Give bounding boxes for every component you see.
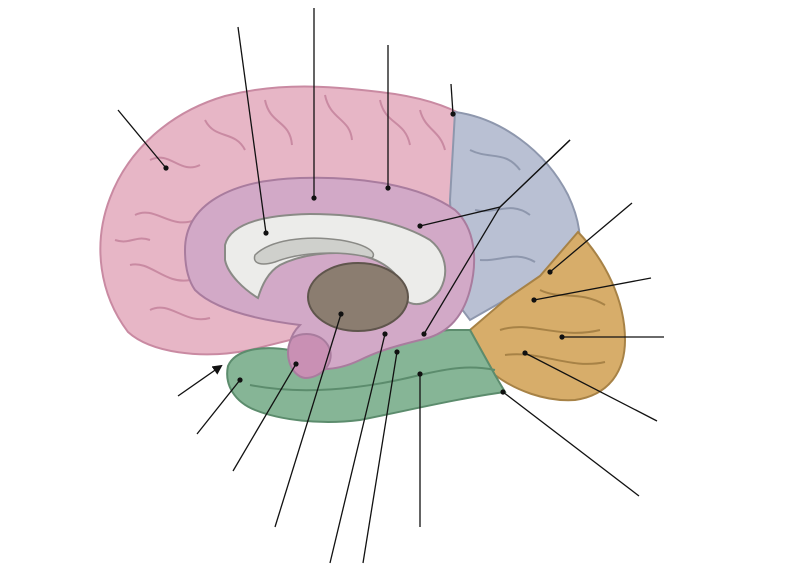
leader-line-9 [533,277,652,301]
leader-point-12 [500,389,506,395]
thalamus [307,262,409,332]
leader-point-7 [421,331,427,337]
leader-point-16 [338,311,344,317]
leader-point-14 [394,349,400,355]
leader-line-1 [117,109,167,169]
leader-point-3 [311,195,317,201]
leader-point-1 [163,165,169,171]
leader-point-9 [531,297,537,303]
leader-point-11 [522,350,528,356]
occipital-lobe [468,230,627,402]
frontal-gyri [114,94,446,321]
leader-lines [117,8,664,564]
leader-point-18 [237,377,243,383]
leader-point-13 [417,371,423,377]
leader-arrow [177,364,223,397]
leader-line-8 [549,202,633,273]
occipital-gyri [499,289,606,365]
lateral-ventricle [253,237,375,265]
leader-point-15 [382,331,388,337]
leader-line-12 [502,391,640,497]
leader-point-8 [547,269,553,275]
parietal-gyri [469,149,536,263]
leader-line-16 [274,313,342,528]
leader-point-5 [450,111,456,117]
leader-line-7 [423,139,571,335]
leader-point-4 [385,185,391,191]
leader-line-2 [237,26,267,234]
leader-line-14 [362,351,398,564]
leader-point-10 [559,334,565,340]
leader-line-15 [329,333,386,564]
leader-line-17 [232,363,297,472]
leader-point-2 [263,230,269,236]
uncus [287,333,332,380]
leader-line-11 [524,352,658,422]
temporal-gyri [249,366,496,392]
leader-line-18 [196,379,241,435]
leader-point-17 [293,361,299,367]
leader-line-5 [450,83,454,115]
leader-point-6 [417,223,423,229]
